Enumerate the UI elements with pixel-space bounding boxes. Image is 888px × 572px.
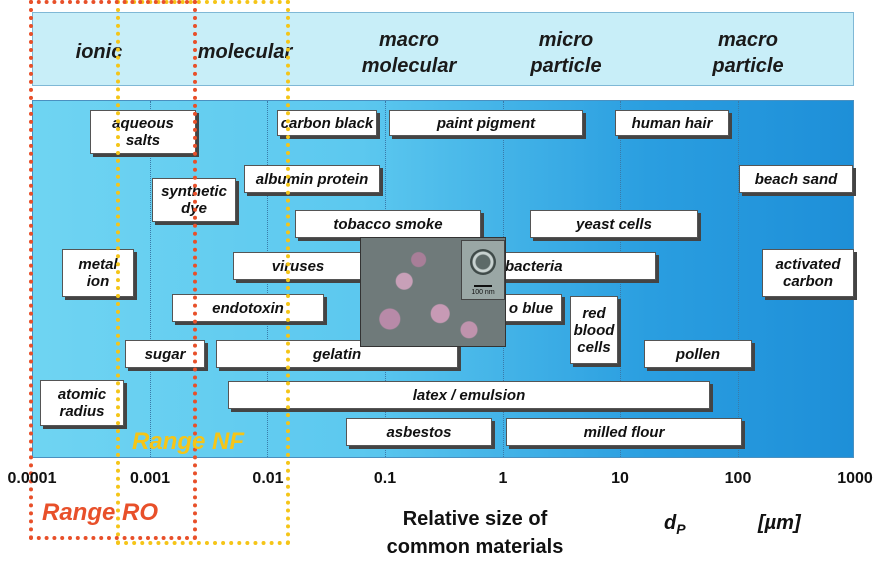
material-synthetic-dye: synthetic dye (152, 178, 236, 222)
scale-label: 100 nm (471, 289, 495, 296)
material-asbestos: asbestos (346, 418, 492, 446)
tick-label: 100 (724, 470, 752, 487)
tick-label: 1 (498, 470, 508, 487)
category-ionic: ionic (75, 41, 123, 63)
material-atomic-radius: atomic radius (40, 380, 124, 426)
material-beach-sand: beach sand (739, 165, 853, 193)
category-micro-particle: micro particle (530, 29, 602, 77)
category-macro-particle: macro particle (712, 29, 784, 77)
material-tobacco-smoke: tobacco smoke (295, 210, 481, 238)
material-milled-flour: milled flour (506, 418, 742, 446)
material-pollen: pollen (644, 340, 752, 368)
category-molecular: molecular (197, 41, 293, 63)
material-yeast-cells: yeast cells (530, 210, 698, 238)
material-red-blood-cells: red blood cells (570, 296, 618, 364)
virion-inset: 100 nm (461, 240, 505, 300)
tick-label: 0.1 (373, 470, 397, 487)
material-bacteria: bacteria (500, 252, 656, 280)
tick-label: 10 (611, 470, 629, 487)
axis-unit: [µm] (758, 512, 801, 534)
tick-label: 1000 (837, 470, 873, 487)
axis-symbol: dP (664, 512, 686, 537)
tick-label: 0.0001 (7, 470, 57, 487)
material-human-hair: human hair (615, 110, 729, 136)
tick-label: 0.01 (252, 470, 284, 487)
range-ro-label: Range RO (42, 499, 159, 526)
tick-label: 0.001 (129, 470, 171, 487)
material-aqueous-salts: aqueous salts (90, 110, 196, 154)
virus-micrograph-image: 100 nm (360, 237, 506, 347)
range-nf-label: Range NF (132, 428, 245, 455)
category-macro-molecular: macro molecular (361, 29, 457, 77)
material-sugar: sugar (125, 340, 205, 368)
material-endotoxin: endotoxin (172, 294, 324, 322)
material-blue-dye: o blue (500, 294, 562, 322)
material-albumin-protein: albumin protein (244, 165, 380, 193)
axis-caption: Relative size of common materials (386, 508, 564, 558)
gridline (738, 101, 739, 457)
material-metal-ion: metal ion (62, 249, 134, 297)
material-viruses: viruses (233, 252, 363, 280)
material-activated-carbon: activated carbon (762, 249, 854, 297)
material-carbon-black: carbon black (277, 110, 377, 136)
scale-bar (474, 285, 492, 287)
gridline (150, 101, 151, 457)
material-latex-emulsion: latex / emulsion (228, 381, 710, 409)
axis-symbol-main: d (664, 512, 677, 534)
virion-particle (470, 249, 496, 275)
size-category-header: ionic molecular macro molecular micro pa… (32, 12, 854, 86)
axis-symbol-sub: P (676, 521, 686, 537)
material-paint-pigment: paint pigment (389, 110, 583, 136)
